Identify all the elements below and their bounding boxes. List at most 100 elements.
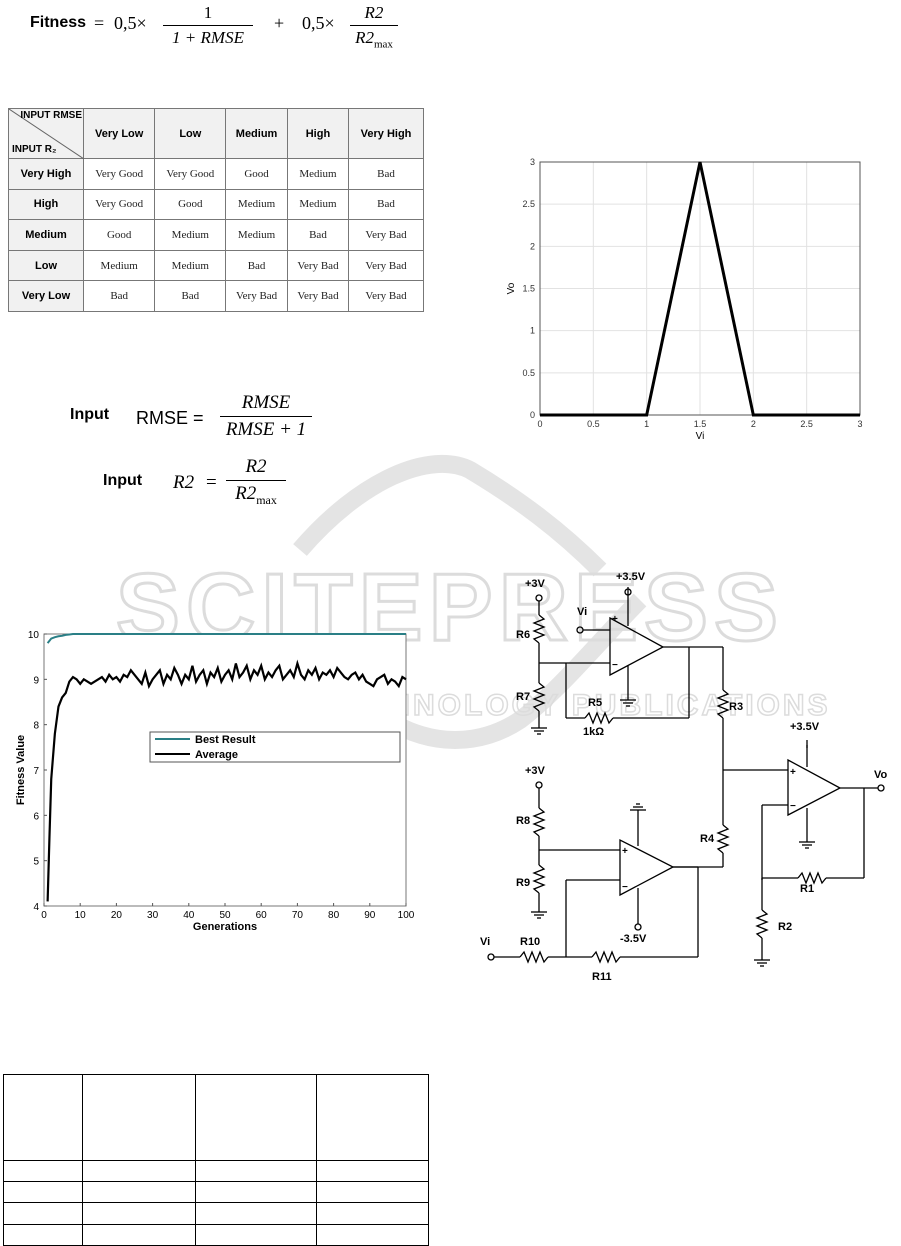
- opamp-2: [619, 838, 675, 897]
- table-row: Low Medium Medium Bad Very Bad Very Bad: [8, 249, 424, 282]
- r2-input-label: Input: [103, 472, 143, 489]
- input-formulas: Input RMSE = RMSE RMSE + 1 Input R2 = R2…: [70, 388, 370, 518]
- label-r10: R10: [520, 936, 540, 948]
- table-row: Medium Good Medium Medium Bad Very Bad: [8, 219, 424, 251]
- x-tick-label: 70: [292, 910, 304, 921]
- terminal-vi-top: [576, 626, 584, 634]
- table-row: [3, 1180, 429, 1204]
- label-r5: R5: [588, 697, 602, 709]
- table-cell: Medium: [286, 158, 350, 190]
- label-r2: R2: [778, 921, 792, 933]
- fitness-label: Fitness: [30, 14, 87, 31]
- label-neg3.5v: -3.5V: [620, 933, 647, 945]
- label-r5-value: 1kΩ: [583, 726, 604, 738]
- legend-label: Best Result: [195, 734, 256, 746]
- y-tick-label: 10: [28, 630, 40, 641]
- table-cell: [3, 1202, 83, 1225]
- y-axis-label: Fitness Value: [15, 735, 27, 805]
- r2-fraction: R2 R2max: [226, 456, 286, 508]
- column-header: Very Low: [82, 108, 156, 159]
- table-cell: Very Bad: [225, 280, 288, 312]
- table-cell: [3, 1223, 83, 1246]
- column-header: Very High: [348, 108, 424, 159]
- opamp2-minus: −: [622, 882, 628, 893]
- y-tick-label: 1: [530, 326, 535, 336]
- table-cell: [195, 1180, 317, 1204]
- x-tick-label: 100: [398, 910, 415, 921]
- corner-top-label: INPUT RMSE: [20, 110, 82, 121]
- fitness-coef-1: 0,5×: [114, 13, 147, 33]
- r2-numerator: R2: [245, 456, 267, 477]
- fitness-den-2-sub: max: [373, 38, 393, 51]
- opamp1-minus: −: [612, 660, 618, 671]
- table-cell: [316, 1159, 429, 1182]
- table-cell: [195, 1159, 317, 1182]
- table-row: [3, 1202, 429, 1225]
- r2-denominator: R2: [235, 483, 257, 504]
- label-vi-top: Vi: [577, 606, 587, 618]
- table-cell: Very Bad: [348, 280, 424, 312]
- table-cell: [82, 1223, 196, 1246]
- label-3.5v-top: +3.5V: [616, 571, 646, 583]
- fitness-plus: +: [274, 13, 285, 33]
- table-cell: Bad: [82, 280, 156, 312]
- corner-diagonal: [9, 109, 84, 159]
- x-tick-label: 90: [364, 910, 376, 921]
- table-cell: [3, 1180, 83, 1204]
- row-header: Very Low: [8, 280, 84, 312]
- resistor-r11: [591, 950, 621, 964]
- series-line: [540, 161, 860, 417]
- x-tick-label: 80: [328, 910, 340, 921]
- table-row: Very Low Bad Bad Very Bad Very Bad Very …: [8, 280, 424, 312]
- table-cell: Bad: [286, 219, 350, 251]
- results-table: [3, 1074, 429, 1246]
- table-cell: Medium: [154, 219, 227, 251]
- x-tick-label: 2: [751, 419, 756, 429]
- y-tick-label: 4: [33, 902, 39, 913]
- y-tick-label: 0: [530, 410, 535, 420]
- table-cell: Very Good: [154, 158, 227, 190]
- corner-bottom-label: INPUT R₂: [12, 144, 57, 155]
- y-tick-label: 1.5: [522, 284, 535, 294]
- resistor-r10: [519, 950, 549, 964]
- resistor-r6: [532, 614, 546, 644]
- resistor-r4: [716, 824, 730, 854]
- circuit-wires: [487, 587, 885, 967]
- y-tick-label: 3: [530, 157, 535, 167]
- table-cell: Very Bad: [286, 249, 350, 282]
- x-tick-label: 50: [219, 910, 231, 921]
- resistor-r3: [716, 689, 730, 719]
- fitness-num-2: R2: [364, 3, 384, 22]
- table-cell: [82, 1180, 196, 1204]
- table-cell: [195, 1223, 317, 1246]
- row-header: Low: [8, 249, 84, 282]
- rmse-input-label: Input: [70, 406, 110, 423]
- y-tick-label: 9: [33, 675, 39, 686]
- table-cell: Bad: [348, 158, 424, 190]
- table-cell: Medium: [82, 249, 156, 282]
- table-cell: [316, 1180, 429, 1204]
- x-tick-label: 3: [857, 419, 862, 429]
- table-cell: Bad: [225, 249, 288, 282]
- label-3.5v-right: +3.5V: [790, 721, 820, 733]
- r2-denominator-sub: max: [256, 492, 277, 507]
- label-vi-bottom: Vi: [480, 936, 490, 948]
- x-tick-label: 10: [75, 910, 87, 921]
- y-tick-label: 2: [530, 241, 535, 251]
- resistor-r2: [755, 909, 769, 939]
- table-cell: [195, 1202, 317, 1225]
- label-r11: R11: [592, 971, 612, 983]
- table-cell: Medium: [225, 219, 288, 251]
- r2-lhs: R2: [173, 472, 195, 493]
- x-tick-label: 60: [256, 910, 268, 921]
- x-tick-label: 2.5: [800, 419, 813, 429]
- table-cell: [3, 1159, 83, 1182]
- terminal-3v-mid: [535, 781, 543, 789]
- series-line-average: [46, 659, 407, 902]
- circuit-schematic: + − + − + − +3V +3.5V Vi R6 R7 R5 1kΩ R3…: [480, 571, 888, 983]
- rmse-numerator: RMSE: [241, 392, 291, 413]
- y-tick-label: 2.5: [522, 199, 535, 209]
- label-r6: R6: [516, 629, 530, 641]
